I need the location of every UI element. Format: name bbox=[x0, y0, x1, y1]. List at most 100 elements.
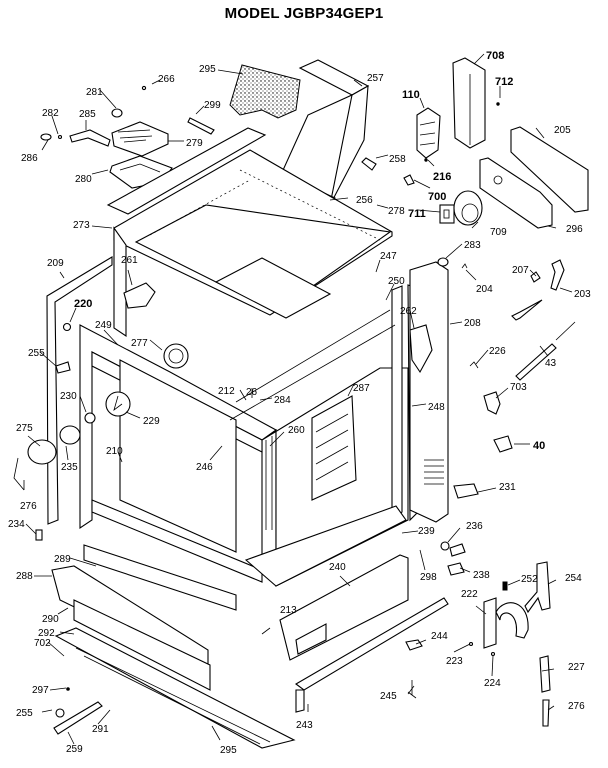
part-label[interactable]: 273 bbox=[73, 220, 90, 231]
part-label[interactable]: 284 bbox=[274, 395, 291, 406]
part-label[interactable]: 709 bbox=[490, 227, 507, 238]
part-label[interactable]: 292 bbox=[38, 628, 55, 639]
part-label[interactable]: 281 bbox=[86, 87, 103, 98]
part-label[interactable]: 231 bbox=[499, 482, 516, 493]
part-label[interactable]: 213 bbox=[280, 605, 297, 616]
part-label[interactable]: 703 bbox=[510, 382, 527, 393]
part-label[interactable]: 239 bbox=[418, 526, 435, 537]
part-label[interactable]: 223 bbox=[446, 656, 463, 667]
part-label[interactable]: 227 bbox=[568, 662, 585, 673]
part-label[interactable]: 204 bbox=[476, 284, 493, 295]
part-label[interactable]: 285 bbox=[79, 109, 96, 120]
cabinet-side-273 bbox=[113, 226, 127, 338]
part-label[interactable]: 230 bbox=[60, 391, 77, 402]
part-label[interactable]: 255 bbox=[28, 348, 45, 359]
part-label[interactable]: 26 bbox=[246, 387, 258, 398]
grommet-220 bbox=[62, 322, 72, 332]
part-label[interactable]: 282 bbox=[42, 108, 59, 119]
part-label[interactable]: 256 bbox=[356, 195, 373, 206]
part-label[interactable]: 209 bbox=[47, 258, 64, 269]
part-label[interactable]: 702 bbox=[34, 638, 51, 649]
part-label[interactable]: 249 bbox=[95, 320, 112, 331]
part-label[interactable]: 708 bbox=[486, 50, 504, 62]
small-parts-right bbox=[437, 257, 576, 499]
bracket-299 bbox=[187, 117, 215, 135]
part-label[interactable]: 248 bbox=[428, 402, 445, 413]
part-label[interactable]: 287 bbox=[353, 383, 370, 394]
part-label[interactable]: 290 bbox=[42, 614, 59, 625]
part-label[interactable]: 43 bbox=[545, 358, 557, 369]
part-label[interactable]: 261 bbox=[121, 255, 138, 266]
side-panel-208 bbox=[409, 261, 449, 523]
drawer-assembly bbox=[51, 544, 296, 749]
part-label[interactable]: 238 bbox=[473, 570, 490, 581]
part-label[interactable]: 712 bbox=[495, 76, 513, 88]
part-label[interactable]: 700 bbox=[428, 191, 446, 203]
part-label[interactable]: 254 bbox=[565, 573, 582, 584]
part-label[interactable]: 220 bbox=[74, 298, 92, 310]
part-label[interactable]: 288 bbox=[16, 571, 33, 582]
part-label[interactable]: 276 bbox=[20, 501, 37, 512]
part-label[interactable]: 711 bbox=[408, 208, 426, 220]
part-label[interactable]: 236 bbox=[466, 521, 483, 532]
part-label[interactable]: 260 bbox=[288, 425, 305, 436]
part-label[interactable]: 247 bbox=[380, 251, 397, 262]
part-label[interactable]: 266 bbox=[158, 74, 175, 85]
part-label[interactable]: 110 bbox=[402, 89, 420, 101]
part-label[interactable]: 205 bbox=[554, 125, 571, 136]
part-label[interactable]: 210 bbox=[106, 446, 123, 457]
part-label[interactable]: 235 bbox=[61, 462, 78, 473]
part-label[interactable]: 203 bbox=[574, 289, 591, 300]
part-label[interactable]: 296 bbox=[566, 224, 583, 235]
part-label[interactable]: 224 bbox=[484, 678, 501, 689]
part-label[interactable]: 278 bbox=[388, 206, 405, 217]
part-label[interactable]: 246 bbox=[196, 462, 213, 473]
part-label[interactable]: 258 bbox=[389, 154, 406, 165]
part-label[interactable]: 208 bbox=[464, 318, 481, 329]
part-label[interactable]: 245 bbox=[380, 691, 397, 702]
spreader-258 bbox=[361, 157, 377, 171]
part-label[interactable]: 297 bbox=[32, 685, 49, 696]
part-label[interactable]: 40 bbox=[533, 440, 545, 452]
insulation-295 bbox=[229, 64, 301, 119]
part-label[interactable]: 212 bbox=[218, 386, 235, 397]
control-components bbox=[403, 57, 589, 229]
part-label[interactable]: 275 bbox=[16, 423, 33, 434]
part-label[interactable]: 252 bbox=[521, 574, 538, 585]
part-label[interactable]: 259 bbox=[66, 744, 83, 755]
part-label[interactable]: 298 bbox=[420, 572, 437, 583]
bracket-261 bbox=[123, 282, 156, 309]
part-label[interactable]: 243 bbox=[296, 720, 313, 731]
part-label[interactable]: 240 bbox=[329, 562, 346, 573]
part-label[interactable]: 276 bbox=[568, 701, 585, 712]
door-hinge-hardware bbox=[405, 541, 551, 727]
part-label[interactable]: 216 bbox=[433, 171, 451, 183]
bracket-262 bbox=[409, 324, 433, 374]
part-label[interactable]: 295 bbox=[220, 745, 237, 756]
part-label[interactable]: 207 bbox=[512, 265, 529, 276]
clip-255 bbox=[55, 361, 71, 374]
part-label[interactable]: 250 bbox=[388, 276, 405, 287]
part-label[interactable]: 283 bbox=[464, 240, 481, 251]
part-label[interactable]: 222 bbox=[461, 589, 478, 600]
part-label[interactable]: 226 bbox=[489, 346, 506, 357]
part-label[interactable]: 286 bbox=[21, 153, 38, 164]
part-label[interactable]: 277 bbox=[131, 338, 148, 349]
part-label[interactable]: 291 bbox=[92, 724, 109, 735]
door-parts-left bbox=[13, 412, 96, 541]
part-label[interactable]: 257 bbox=[367, 73, 384, 84]
part-label[interactable]: 299 bbox=[204, 100, 221, 111]
part-label[interactable]: 280 bbox=[75, 174, 92, 185]
part-label[interactable]: 289 bbox=[54, 554, 71, 565]
part-label[interactable]: 262 bbox=[400, 306, 417, 317]
part-label[interactable]: 229 bbox=[143, 416, 160, 427]
part-label[interactable]: 255 bbox=[16, 708, 33, 719]
part-label[interactable]: 279 bbox=[186, 138, 203, 149]
leader-lines bbox=[23, 53, 573, 745]
side-panel-209 bbox=[46, 256, 113, 525]
part-label[interactable]: 295 bbox=[199, 64, 216, 75]
part-labels: 295 266 281 282 285 299 279 286 280 257 … bbox=[8, 50, 591, 756]
part-label[interactable]: 244 bbox=[431, 631, 448, 642]
part-label[interactable]: 234 bbox=[8, 519, 25, 530]
